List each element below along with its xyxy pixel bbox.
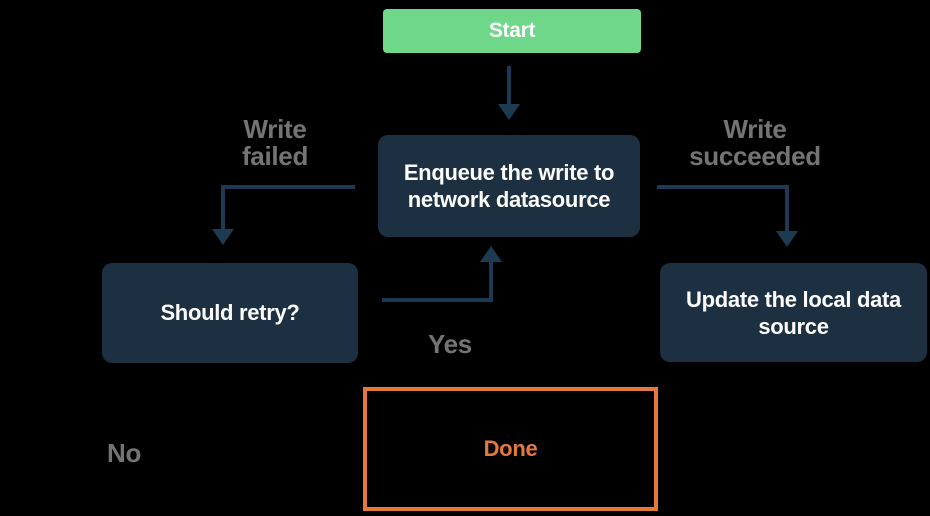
node-should-retry: Should retry? [102, 263, 358, 363]
edge-start-to-enqueue-line [507, 66, 511, 106]
node-done-label: Done [483, 436, 538, 461]
node-start: Start [383, 9, 641, 53]
edge-write-failed-horizontal-line [221, 185, 355, 189]
edge-write-succeeded-vertical-line [785, 185, 789, 233]
arrowhead-down-icon [776, 231, 798, 247]
node-done: Done [363, 387, 658, 511]
node-start-label: Start [488, 19, 536, 42]
edge-write-failed-vertical-line [221, 185, 225, 231]
node-should-retry-label: Should retry? [160, 300, 300, 325]
node-enqueue-write: Enqueue the write to network datasource [378, 135, 640, 237]
edge-label-write-succeeded: Write succeeded [689, 114, 821, 171]
edge-label-no: No [106, 438, 142, 468]
node-update-local-datasource-label: Update the local data source [686, 286, 901, 339]
node-enqueue-write-label: Enqueue the write to network datasource [403, 160, 615, 212]
edge-label-yes: Yes [428, 329, 472, 359]
edge-write-succeeded-horizontal-line [657, 185, 789, 189]
arrowhead-down-icon [212, 229, 234, 245]
edge-yes-vertical-line [489, 262, 493, 302]
arrowhead-down-icon [498, 104, 520, 120]
edge-yes-horizontal-line [382, 298, 493, 302]
edge-label-write-failed: Write failed [241, 114, 309, 171]
node-update-local-datasource: Update the local data source [660, 263, 927, 362]
arrowhead-up-icon [480, 246, 502, 262]
